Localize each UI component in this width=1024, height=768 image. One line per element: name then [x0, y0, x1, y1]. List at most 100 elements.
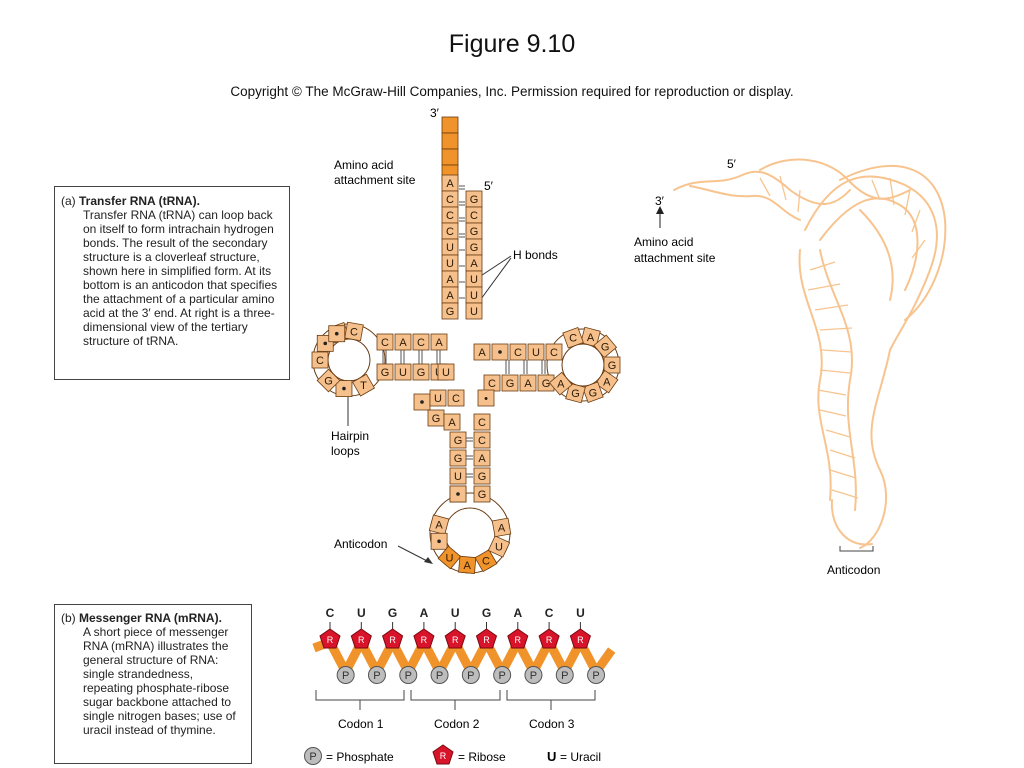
trna-right-loop-2: G [603, 356, 621, 374]
trna-anticodon-loop-dot-1 [430, 532, 448, 550]
trna-right-loop-1: G [593, 334, 618, 359]
trna-left-stem-bottom-0-letter: G [381, 367, 390, 379]
trna-left-loop-dot-3 [335, 380, 353, 397]
trna-center-5: • [477, 389, 495, 407]
trna-center-0-letter: U [442, 367, 450, 379]
trna-left-stem-top-2: C [412, 333, 430, 351]
legend-ribose-symbol: R [440, 751, 447, 761]
trna-right-stem-dot-1 [491, 343, 509, 361]
trna-center-5-letter: • [484, 393, 488, 405]
mrna-base-letter-4: U [451, 606, 460, 620]
trna-anticodon-label: Anticodon [334, 537, 387, 551]
mrna-ribose-letter-0: R [327, 635, 334, 645]
tertiary-rungs [759, 175, 926, 499]
trna-left-loop-5-letter: C [316, 355, 324, 367]
trna-anticodon-stem-right-2-letter: A [478, 453, 486, 465]
trna-acceptor-left-8-letter: G [446, 306, 455, 318]
trna-right-stem-top-0: A [473, 343, 491, 361]
trna-right-loop-0: A [580, 326, 601, 348]
mrna-nucleotide-5: GRP [475, 606, 512, 684]
trna-left-loop-1: C [344, 321, 364, 342]
tertiary-anticodon-label: Anticodon [827, 563, 880, 577]
trna-3prime-label: 3′ [430, 106, 440, 120]
trna-anticodon-stem-right-1-letter: C [478, 435, 486, 447]
panel-b-caption: (b) Messenger RNA (mRNA). A short piece … [54, 604, 252, 764]
mrna-ribose-1 [350, 628, 372, 649]
trna-anticodon-loop-6: A [491, 517, 512, 538]
trna-right-stem-top-2: C [509, 343, 527, 361]
mrna-ribose-8 [569, 628, 591, 649]
mrna-ribose-letter-5: R [483, 635, 490, 645]
trna-acceptor-right-0-letter: G [470, 194, 479, 206]
trna-right-stem-bottom-0-letter: C [488, 378, 496, 390]
trna-left-stem-bottom-2: G [412, 363, 430, 381]
mrna-phosphate-letter-6: P [530, 670, 537, 682]
trna-left-stem-top-1-letter: A [399, 337, 407, 349]
mrna-phosphate-letter-8: P [592, 670, 599, 682]
trna-anticodon-loop-3-letter: A [464, 560, 472, 572]
trna-acceptor-left-2-letter: C [446, 210, 454, 222]
trna-acceptor-left-4-letter: U [446, 242, 454, 254]
trna-right-loop-4: G [582, 381, 604, 404]
trna-anticodon-stem-left-2: U [449, 467, 467, 485]
trna-anticodon-loop-5-letter: U [495, 542, 503, 554]
trna-anticodon-stem-right-2: A [473, 449, 491, 467]
trna-anticodon-loop-2: U [437, 545, 462, 570]
panel-b-body: A short piece of messenger RNA (mRNA) il… [83, 625, 236, 737]
trna-right-loop-6: A [548, 371, 573, 396]
trna-right-stem-top-4: C [545, 343, 563, 361]
mrna-ribose-2 [382, 628, 404, 649]
mrna-phosphate-2 [399, 666, 418, 684]
legend-uracil-text: = Uracil [560, 750, 601, 764]
trna-center-4: A [443, 413, 461, 431]
trna-left-loop-5: C [311, 351, 329, 369]
codon-brackets [315, 690, 596, 710]
trna-acceptor-left-1-letter: C [446, 194, 454, 206]
trna-left-stem-bottom-1: U [394, 363, 412, 381]
mrna-nucleotide-6: ARP [507, 606, 543, 684]
mrna-nucleotide-7: CRP [538, 606, 574, 684]
trna-center-1-letter: U [434, 393, 442, 405]
trna-right-stem-top-0-letter: A [478, 347, 486, 359]
mrna-ribose-6 [507, 628, 529, 649]
mrna-phosphate-letter-0: P [342, 670, 349, 682]
mrna-ribose-letter-8: R [577, 635, 584, 645]
tertiary-amino-site-line1: Amino acid [634, 235, 693, 249]
trna-anticodon-loop-5: U [487, 535, 511, 558]
trna-right-loop-7-letter: C [569, 333, 577, 345]
trna-left-stem-bottom-2-letter: G [417, 367, 426, 379]
tertiary-amino-site-line2: attachment site [634, 251, 716, 265]
trna-left-stem-top-3-letter: A [435, 337, 443, 349]
trna-amino-site-line1: Amino acid [334, 158, 393, 172]
legend-phosphate-icon [304, 747, 322, 765]
trna-center-2: C [447, 389, 465, 407]
legend-ribose-icon [432, 744, 454, 765]
trna-acceptor-right-1-letter: C [470, 210, 478, 222]
trna-center-3-letter: G [432, 413, 441, 425]
trna-anticodon-loop-2-letter: U [445, 553, 453, 565]
mrna-ribose-letter-2: R [389, 635, 396, 645]
mrna-base-letter-6: A [513, 606, 522, 620]
trna-right-stem-bottom-3-letter: G [542, 378, 551, 390]
mrna-base-letter-1: U [357, 606, 366, 620]
mrna-ribose-7 [538, 628, 560, 649]
legend: P = Phosphate R = Ribose U = Uracil [304, 744, 601, 765]
copyright-notice: Copyright © The McGraw-Hill Companies, I… [230, 84, 794, 99]
trna-left-stem-top-0-letter: C [381, 337, 389, 349]
trna-acceptor-left-3-letter: C [446, 226, 454, 238]
mrna-phosphate-letter-5: P [498, 670, 505, 682]
trna-right-loop-4-letter: G [589, 387, 598, 399]
trna-acceptor-right-3-letter: G [470, 242, 479, 254]
trna-right-stem-top-3-letter: U [532, 347, 540, 359]
trna-left-loop-dot-7 [328, 325, 346, 343]
trna-anticodon-loop-3: A [458, 555, 477, 574]
mrna-ribose-letter-3: R [421, 635, 428, 645]
trna-anticodon-stem-left-1-letter: G [454, 453, 463, 465]
trna-left-stem-bottom-1-letter: U [399, 367, 407, 379]
trna-nucleotides: ACCCUUAAGGCGGAUUUCACAGUGUUCTGCACUCCGAGAG… [311, 116, 621, 574]
mrna-phosphate-4 [461, 666, 480, 684]
trna-backbone [312, 185, 620, 574]
tertiary-3prime-label: 3′ [655, 194, 665, 208]
